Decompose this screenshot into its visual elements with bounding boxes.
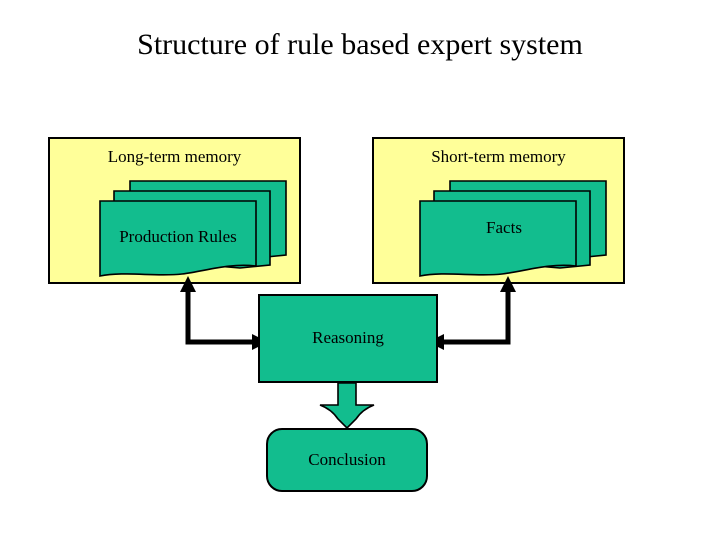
short-term-memory-panel: Short-term memory Facts: [372, 137, 625, 284]
facts-page-stack: Facts: [418, 179, 608, 279]
connector-line: [185, 290, 254, 345]
long-term-memory-panel: Long-term memory Production Rules: [48, 137, 301, 284]
block-arrow-down-icon: [319, 382, 375, 430]
page-title: Structure of rule based expert system: [137, 28, 583, 61]
page-shape-front: [99, 200, 257, 277]
reasoning-box: Reasoning: [258, 294, 438, 383]
connector-reasoning-to-short-term-memory: [428, 276, 516, 350]
conclusion-box: Conclusion: [266, 428, 428, 492]
facts-label: Facts: [486, 218, 522, 237]
arrowhead-up: [180, 276, 196, 292]
production-rules-label: Production Rules: [119, 227, 237, 246]
page-shape-front: [419, 200, 577, 277]
production-rules-page-stack: Production Rules: [98, 179, 288, 279]
reasoning-label: Reasoning: [312, 328, 384, 347]
long-term-memory-title: Long-term memory: [107, 147, 242, 166]
connector-line: [442, 290, 511, 345]
arrowhead-up: [500, 276, 516, 292]
connector-reasoning-to-long-term-memory: [180, 276, 268, 350]
conclusion-label: Conclusion: [308, 450, 386, 469]
short-term-memory-title: Short-term memory: [431, 147, 566, 166]
